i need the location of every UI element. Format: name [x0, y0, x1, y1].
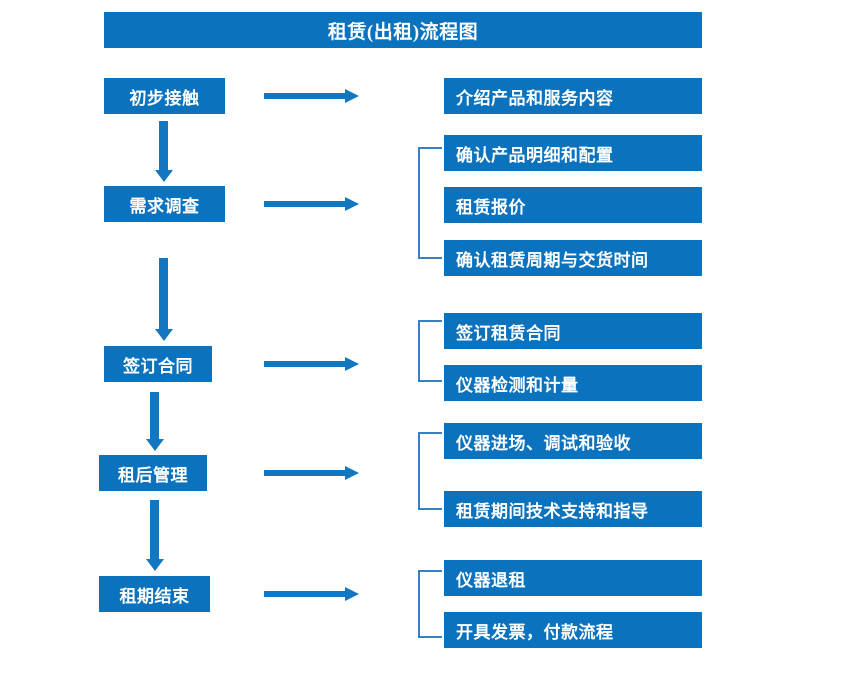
detail-node-6[interactable]: 仪器检测和计量 — [444, 365, 702, 401]
detail-node-5-label: 签订租赁合同 — [456, 323, 561, 343]
detail-node-2-label: 确认产品明细和配置 — [456, 145, 614, 165]
page-title: 租赁(出租)流程图 — [104, 12, 702, 48]
detail-node-7-label: 仪器进场、调试和验收 — [456, 433, 631, 453]
detail-node-3[interactable]: 租赁报价 — [444, 187, 702, 223]
down-arrow-icon-4 — [150, 500, 159, 560]
group-bracket-3 — [418, 320, 442, 382]
stage-node-3-label: 签订合同 — [123, 356, 193, 376]
stage-node-4[interactable]: 租后管理 — [99, 455, 207, 491]
detail-node-8-label: 租赁期间技术支持和指导 — [456, 501, 649, 521]
down-arrow-icon-3 — [150, 392, 159, 440]
stage-node-4-label: 租后管理 — [118, 465, 188, 485]
right-arrow-icon-4 — [264, 470, 346, 476]
stage-node-5[interactable]: 租期结束 — [99, 576, 210, 612]
detail-node-1[interactable]: 介绍产品和服务内容 — [444, 78, 702, 114]
right-arrow-icon-2 — [264, 201, 346, 207]
detail-node-2[interactable]: 确认产品明细和配置 — [444, 135, 702, 171]
down-arrow-icon-1 — [159, 121, 168, 171]
detail-node-4[interactable]: 确认租赁周期与交货时间 — [444, 240, 702, 276]
stage-node-1[interactable]: 初步接触 — [104, 78, 225, 114]
group-bracket-4 — [418, 432, 442, 510]
right-arrow-icon-3 — [264, 361, 346, 367]
detail-node-8[interactable]: 租赁期间技术支持和指导 — [444, 491, 702, 527]
down-arrow-icon-2 — [159, 258, 168, 330]
stage-node-5-label: 租期结束 — [119, 586, 190, 606]
stage-node-2-label: 需求调查 — [129, 196, 200, 216]
detail-node-10[interactable]: 开具发票，付款流程 — [444, 612, 702, 648]
detail-node-7[interactable]: 仪器进场、调试和验收 — [444, 423, 702, 459]
detail-node-6-label: 仪器检测和计量 — [456, 375, 579, 395]
stage-node-2[interactable]: 需求调查 — [104, 186, 225, 222]
group-bracket-5 — [418, 570, 442, 638]
detail-node-4-label: 确认租赁周期与交货时间 — [456, 250, 649, 270]
detail-node-5[interactable]: 签订租赁合同 — [444, 313, 702, 349]
detail-node-9[interactable]: 仪器退租 — [444, 560, 702, 596]
detail-node-3-label: 租赁报价 — [456, 197, 526, 217]
stage-node-1-label: 初步接触 — [129, 88, 200, 108]
stage-node-3[interactable]: 签订合同 — [104, 346, 212, 382]
detail-node-10-label: 开具发票，付款流程 — [456, 622, 614, 642]
right-arrow-icon-1 — [264, 93, 346, 99]
group-bracket-2 — [418, 147, 442, 259]
detail-node-1-label: 介绍产品和服务内容 — [456, 88, 614, 108]
right-arrow-icon-5 — [264, 591, 346, 597]
detail-node-9-label: 仪器退租 — [456, 570, 526, 590]
